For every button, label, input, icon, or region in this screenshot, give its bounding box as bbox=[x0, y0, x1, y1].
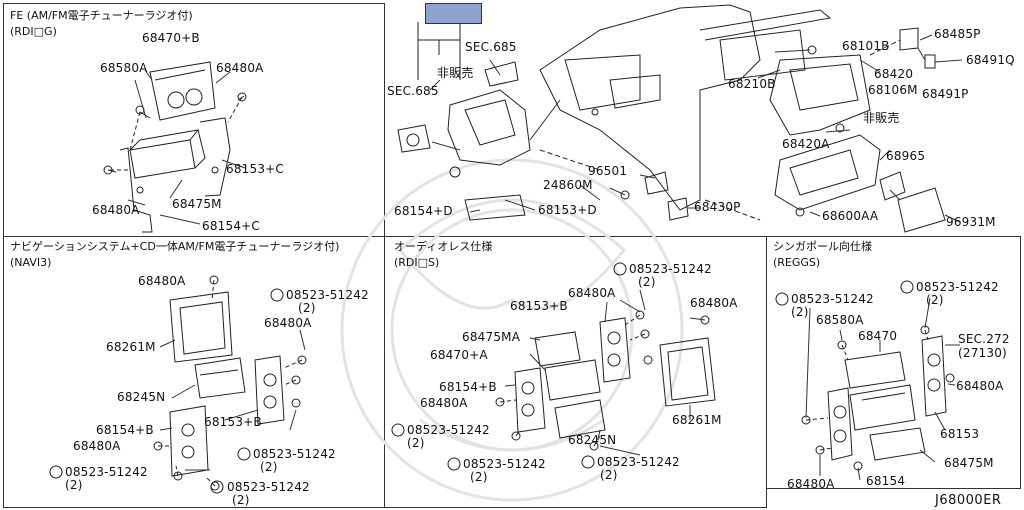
part-label: 08523-51242 bbox=[407, 423, 490, 437]
fe-header-code: (RDI□G) bbox=[10, 25, 57, 38]
part-label: 08523-51242 bbox=[791, 292, 874, 306]
part-label: 68154+D bbox=[394, 204, 453, 218]
audio-header-code: (RDI□S) bbox=[394, 256, 440, 269]
part-label: 非販売 bbox=[863, 111, 900, 125]
part-label: 08523-51242 bbox=[253, 447, 336, 461]
part-label: 68580A bbox=[100, 61, 148, 75]
part-label: 68491Q bbox=[966, 53, 1015, 67]
part-label: 68965 bbox=[886, 149, 926, 163]
main-dashboard-parts bbox=[397, 4, 963, 233]
singapore-parts bbox=[801, 297, 960, 481]
part-label: 68154+C bbox=[202, 219, 261, 233]
part-label: (2) bbox=[65, 478, 83, 492]
part-label: 68420 bbox=[874, 67, 914, 81]
part-label: 68480A bbox=[138, 274, 186, 288]
part-label: 08523-51242 bbox=[597, 455, 680, 469]
part-label: 68106M bbox=[868, 83, 918, 97]
part-label: 68153+C bbox=[226, 162, 285, 176]
part-label: 68154 bbox=[866, 474, 906, 488]
part-label: 68491P bbox=[922, 87, 969, 101]
part-label: (2) bbox=[926, 293, 944, 307]
part-label: (2) bbox=[260, 460, 278, 474]
part-label: 68475MA bbox=[462, 330, 521, 344]
part-label: 68480A bbox=[568, 286, 616, 300]
part-label: 68153 bbox=[940, 427, 980, 441]
part-label: 68153+D bbox=[538, 203, 597, 217]
part-label: 96501 bbox=[588, 164, 628, 178]
sg-header-title: シンガポール向仕様 bbox=[773, 240, 872, 253]
part-label: (2) bbox=[298, 301, 316, 315]
part-label: (2) bbox=[600, 468, 618, 482]
audio-less-parts bbox=[495, 289, 716, 456]
part-label: (2) bbox=[791, 305, 809, 319]
highlight-box bbox=[425, 3, 482, 24]
diagram-code: J68000ER bbox=[935, 493, 1002, 508]
part-label: 68600AA bbox=[822, 209, 879, 223]
part-label: 68470 bbox=[858, 329, 898, 343]
part-label: 68475M bbox=[172, 197, 222, 211]
part-label: 68580A bbox=[816, 313, 864, 327]
part-label: 68245N bbox=[117, 390, 166, 404]
part-label: 68470+B bbox=[142, 31, 200, 45]
part-label: 68430P bbox=[694, 200, 741, 214]
part-label: (2) bbox=[232, 493, 250, 507]
part-label: 68480A bbox=[956, 379, 1004, 393]
part-label: 08523-51242 bbox=[227, 480, 310, 494]
part-label: 68420A bbox=[782, 137, 830, 151]
part-label: (2) bbox=[638, 275, 656, 289]
part-label: 08523-51242 bbox=[286, 288, 369, 302]
part-label: 08523-51242 bbox=[463, 457, 546, 471]
part-label: 68480A bbox=[787, 477, 835, 491]
watermark-emblem bbox=[340, 158, 684, 502]
navi-header-title: ナビゲーションシステム+CD一体AM/FM電子チューナーラジオ付) bbox=[10, 240, 340, 253]
part-label: 08523-51242 bbox=[629, 262, 712, 276]
s-symbol-marks bbox=[49, 262, 914, 494]
part-label: 68470+A bbox=[430, 348, 488, 362]
part-label: 68261M bbox=[106, 340, 156, 354]
fe-header-title: FE (AM/FM電子チューナーラジオ付) bbox=[10, 9, 193, 22]
part-label: SEC.685 bbox=[387, 84, 439, 98]
navi-header-code: (NAVI3) bbox=[10, 256, 52, 269]
navi-parts bbox=[153, 275, 307, 491]
part-label: 68153+B bbox=[510, 299, 568, 313]
part-label: 68480A bbox=[73, 439, 121, 453]
part-label: 68154+B bbox=[96, 423, 154, 437]
part-label: 68154+B bbox=[439, 380, 497, 394]
part-label: 68480A bbox=[420, 396, 468, 410]
part-label: 68153+B bbox=[204, 415, 262, 429]
fe-parts bbox=[103, 61, 247, 233]
part-label: 68245N bbox=[568, 433, 617, 447]
part-label: 68480A bbox=[264, 316, 312, 330]
sg-header-code: (REGGS) bbox=[773, 256, 821, 269]
part-label: 68261M bbox=[672, 413, 722, 427]
part-label: 08523-51242 bbox=[916, 280, 999, 294]
part-label: (2) bbox=[470, 470, 488, 484]
part-label: SEC.685 bbox=[465, 40, 517, 54]
part-label: SEC.272 bbox=[958, 332, 1010, 346]
part-label: 68480A bbox=[690, 296, 738, 310]
part-label: (27130) bbox=[958, 346, 1007, 360]
part-label: 24860M bbox=[543, 178, 593, 192]
part-label: 68101B bbox=[842, 39, 890, 53]
part-label: 68485P bbox=[934, 27, 981, 41]
part-label: 68210B bbox=[728, 77, 776, 91]
part-label: 68480A bbox=[92, 203, 140, 217]
part-label: 68480A bbox=[216, 61, 264, 75]
part-label: (2) bbox=[407, 436, 425, 450]
part-label: 非販売 bbox=[437, 66, 474, 80]
panel-borders bbox=[3, 3, 1021, 508]
part-label: 08523-51242 bbox=[65, 465, 148, 479]
part-label: 68475M bbox=[944, 456, 994, 470]
audio-header-title: オーディオレス仕様 bbox=[394, 240, 493, 253]
part-label: 96931M bbox=[946, 215, 996, 229]
